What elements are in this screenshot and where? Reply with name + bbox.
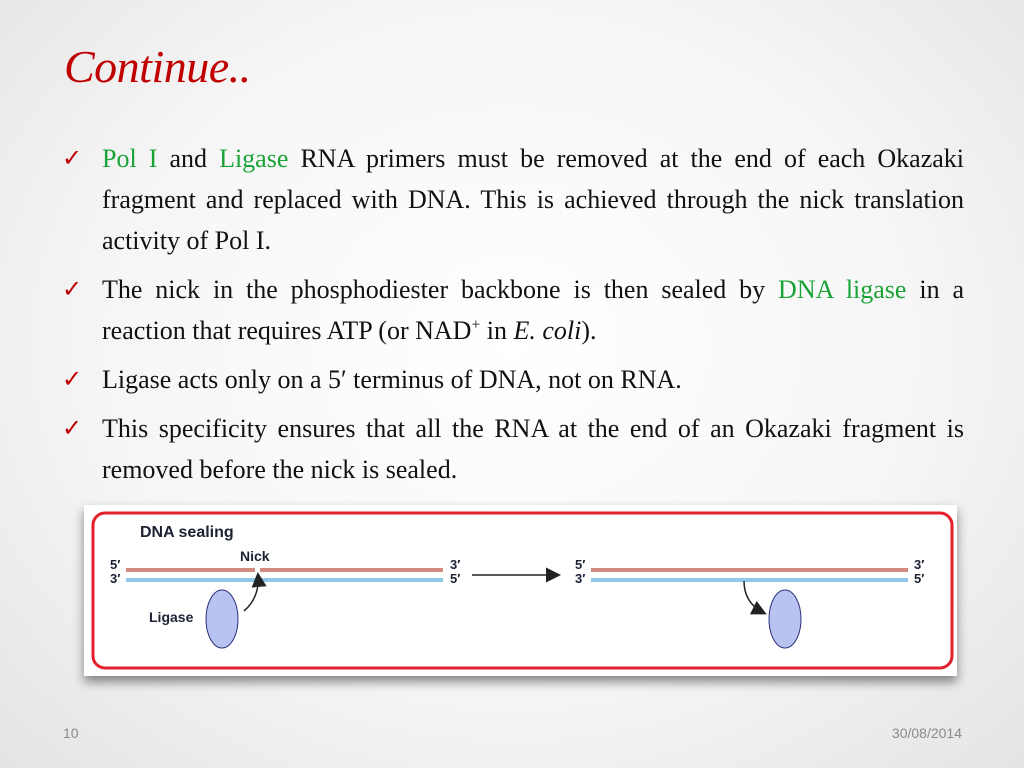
label-3-prime: 3′ [914,557,924,572]
checkmark-icon: ✓ [62,144,83,172]
ligase-enzyme [768,589,802,649]
top-strand-segment [126,568,255,572]
label-3-prime: 3′ [110,571,120,586]
bullet-item: ✓ This specificity ensures that all the … [60,408,964,490]
label-3-prime: 3′ [450,557,460,572]
bullet-text: in [480,316,514,345]
bullet-list: ✓ Pol I and Ligase RNA primers must be r… [60,138,964,498]
bullet-item: ✓ The nick in the phosphodiester backbon… [60,269,964,351]
dna-sealing-diagram: DNA sealing 5′ 3′ Nick 3′ 5′ Ligase 5′ 3… [91,511,954,670]
curved-arrow [243,572,267,612]
ligase-enzyme [205,589,239,649]
figure-frame [91,511,954,670]
bullet-text: in a reaction that requires ATP (or NAD [102,275,964,345]
dna-ligase-term: DNA ligase [778,275,907,304]
bullet-item: ✓ Pol I and Ligase RNA primers must be r… [60,138,964,261]
ecoli-term: E. coli [513,316,582,345]
ligase-label: Ligase [149,609,194,625]
label-5-prime: 5′ [914,571,924,586]
bullet-text: RNA primers must be removed at the end o… [102,144,964,255]
slide-number: 10 [63,725,79,741]
bullet-item: ✓ Ligase acts only on a 5′ terminus of D… [60,359,964,400]
bullet-text: and [157,144,220,173]
bottom-strand [126,578,443,582]
bullet-text: The nick in the phosphodiester backbone … [102,275,779,304]
label-3-prime: 3′ [575,571,585,586]
bullet-text: Ligase acts only on a 5′ terminus of DNA… [102,365,682,394]
figure-heading: DNA sealing [140,524,234,541]
nick-label: Nick [240,548,270,564]
bullet-text: This specificity ensures that all the RN… [102,414,964,484]
pol-i-term: Pol I [102,144,158,173]
slide-date: 30/08/2014 [891,725,962,741]
label-5-prime: 5′ [450,571,460,586]
label-5-prime: 5′ [110,557,120,572]
dna-sealing-figure: DNA sealing 5′ 3′ Nick 3′ 5′ Ligase 5′ 3… [84,505,957,676]
checkmark-icon: ✓ [62,275,83,303]
checkmark-icon: ✓ [62,414,83,442]
bullet-text: ). [581,316,597,345]
superscript-plus: + [471,316,481,334]
curved-arrow [743,580,767,615]
bottom-strand [591,578,908,582]
label-5-prime: 5′ [575,557,585,572]
ligase-term: Ligase [219,144,289,173]
checkmark-icon: ✓ [62,365,83,393]
top-strand [591,568,908,572]
slide-title: Continue.. [64,41,251,92]
top-strand-segment [260,568,443,572]
